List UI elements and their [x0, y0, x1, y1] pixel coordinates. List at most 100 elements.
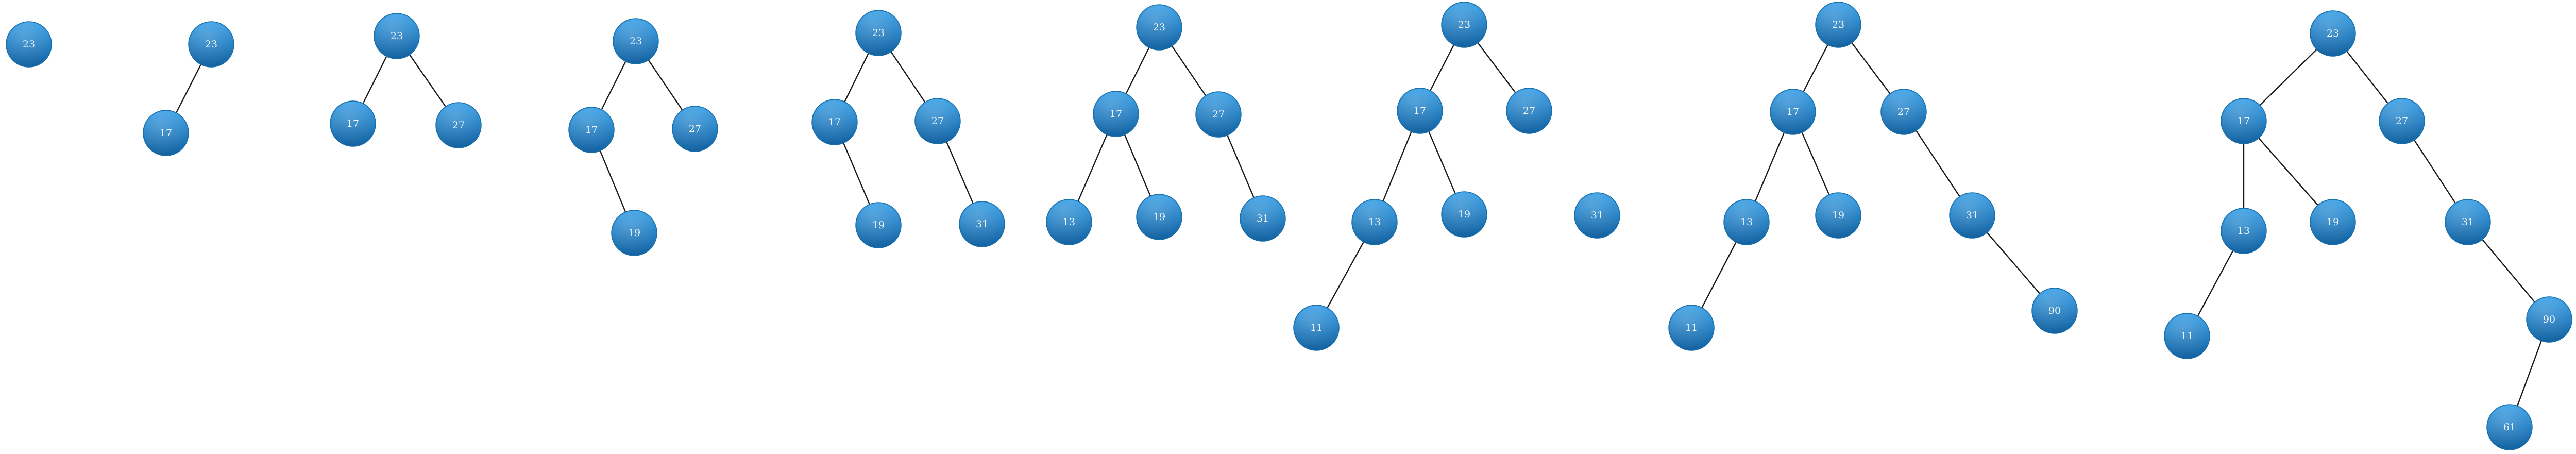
- tree-step-8: 23 17 27 13 19 31 11 90: [1668, 2, 2078, 351]
- node-highlight: [2446, 200, 2489, 244]
- node-label: 13: [1063, 216, 1075, 228]
- node-label: 17: [160, 127, 172, 139]
- tree-node: 31: [959, 201, 1005, 247]
- tree-node: 19: [1815, 192, 1861, 239]
- tree-node: 13: [1351, 199, 1398, 245]
- tree-node: 90: [2526, 296, 2572, 343]
- node-label: 19: [1153, 211, 1165, 223]
- node-highlight: [331, 102, 375, 145]
- node-label: 27: [1897, 106, 1910, 117]
- node-highlight: [2311, 12, 2354, 55]
- node-label: 17: [1787, 106, 1799, 117]
- node-label: 31: [976, 218, 988, 230]
- tree-node: 19: [855, 202, 902, 248]
- tree-node: 27: [1506, 88, 1552, 134]
- tree-node: 17: [330, 100, 376, 147]
- node-highlight: [857, 11, 900, 55]
- node-highlight: [1353, 200, 1396, 244]
- tree-node: 31: [1574, 192, 1620, 239]
- tree-node: 17: [568, 107, 615, 153]
- tree-node: 23: [613, 18, 659, 64]
- node-highlight: [7, 23, 50, 66]
- node-highlight: [614, 20, 657, 63]
- node-label: 27: [1523, 105, 1535, 116]
- tree-node: 27: [1880, 89, 1927, 135]
- tree-node: 31: [1949, 192, 1995, 239]
- node-highlight: [1771, 90, 1815, 133]
- node-label: 90: [2048, 305, 2061, 316]
- tree-node: 17: [2221, 98, 2267, 144]
- tree-step-4: 23 17 27 19: [568, 18, 718, 256]
- node-label: 23: [2327, 28, 2339, 39]
- node-highlight: [1817, 194, 1860, 237]
- tree-step-2: 23 17: [143, 21, 234, 156]
- node-highlight: [144, 111, 188, 155]
- node-highlight: [1094, 92, 1138, 136]
- node-label: 27: [689, 123, 701, 134]
- node-highlight: [190, 23, 233, 66]
- node-label: 17: [347, 118, 359, 129]
- node-label: 17: [1110, 108, 1122, 120]
- node-label: 19: [872, 220, 885, 231]
- node-highlight: [2311, 200, 2354, 244]
- node-label: 17: [585, 124, 598, 136]
- node-label: 11: [1685, 322, 1698, 333]
- node-highlight: [2165, 314, 2209, 358]
- node-label: 27: [452, 120, 465, 131]
- nodes-layer: 23 23 17 23 17 27 23 17 27 19 23 17 27 19 31 23 17 27 13 19…: [6, 2, 2572, 450]
- tree-step-1: 23: [6, 21, 52, 68]
- tree-node: 27: [1195, 91, 1242, 138]
- node-label: 23: [1153, 22, 1165, 33]
- node-label: 23: [1832, 19, 1844, 30]
- node-highlight: [2222, 209, 2265, 253]
- node-label: 23: [630, 36, 642, 47]
- tree-node: 17: [143, 110, 189, 156]
- node-label: 19: [1458, 209, 1470, 220]
- tree-node: 27: [2379, 98, 2425, 144]
- node-highlight: [1398, 89, 1442, 132]
- tree-node: 23: [6, 21, 52, 68]
- node-label: 27: [1212, 109, 1225, 120]
- node-highlight: [1670, 306, 1713, 349]
- tree-node: 17: [1093, 91, 1139, 137]
- node-label: 31: [1966, 210, 1978, 221]
- tree-node: 11: [2164, 313, 2210, 359]
- tree-node: 13: [2221, 208, 2267, 254]
- tree-node: 27: [914, 98, 961, 144]
- node-highlight: [1241, 197, 1284, 240]
- node-label: 19: [1832, 210, 1844, 221]
- tree-node: 13: [1723, 199, 1770, 245]
- node-highlight: [673, 107, 717, 150]
- node-highlight: [613, 211, 656, 255]
- node-label: 13: [1368, 216, 1381, 228]
- node-highlight: [1443, 193, 1486, 236]
- tree-step-3: 23 17 27: [330, 13, 482, 148]
- tree-node: 19: [611, 210, 657, 256]
- tree-node: 23: [374, 13, 420, 59]
- node-label: 11: [2181, 330, 2193, 342]
- node-highlight: [1725, 200, 1768, 244]
- node-highlight: [1575, 194, 1619, 237]
- tree-node: 61: [2486, 404, 2533, 450]
- node-label: 90: [2543, 314, 2555, 325]
- node-label: 23: [205, 39, 217, 50]
- node-label: 17: [2238, 115, 2250, 127]
- node-highlight: [2380, 99, 2424, 143]
- node-label: 23: [1458, 19, 1470, 30]
- node-highlight: [1507, 89, 1551, 132]
- node-label: 27: [2396, 115, 2408, 127]
- node-highlight: [1443, 3, 1486, 46]
- node-highlight: [437, 104, 480, 147]
- tree-node: 31: [1240, 195, 1286, 242]
- tree-node: 31: [2445, 199, 2491, 245]
- node-highlight: [1197, 93, 1240, 136]
- node-highlight: [916, 99, 959, 143]
- tree-node: 19: [1441, 191, 1487, 238]
- tree-node: 27: [435, 102, 482, 148]
- tree-node: 27: [672, 106, 718, 152]
- node-label: 13: [2238, 225, 2250, 237]
- tree-node: 17: [1397, 88, 1443, 134]
